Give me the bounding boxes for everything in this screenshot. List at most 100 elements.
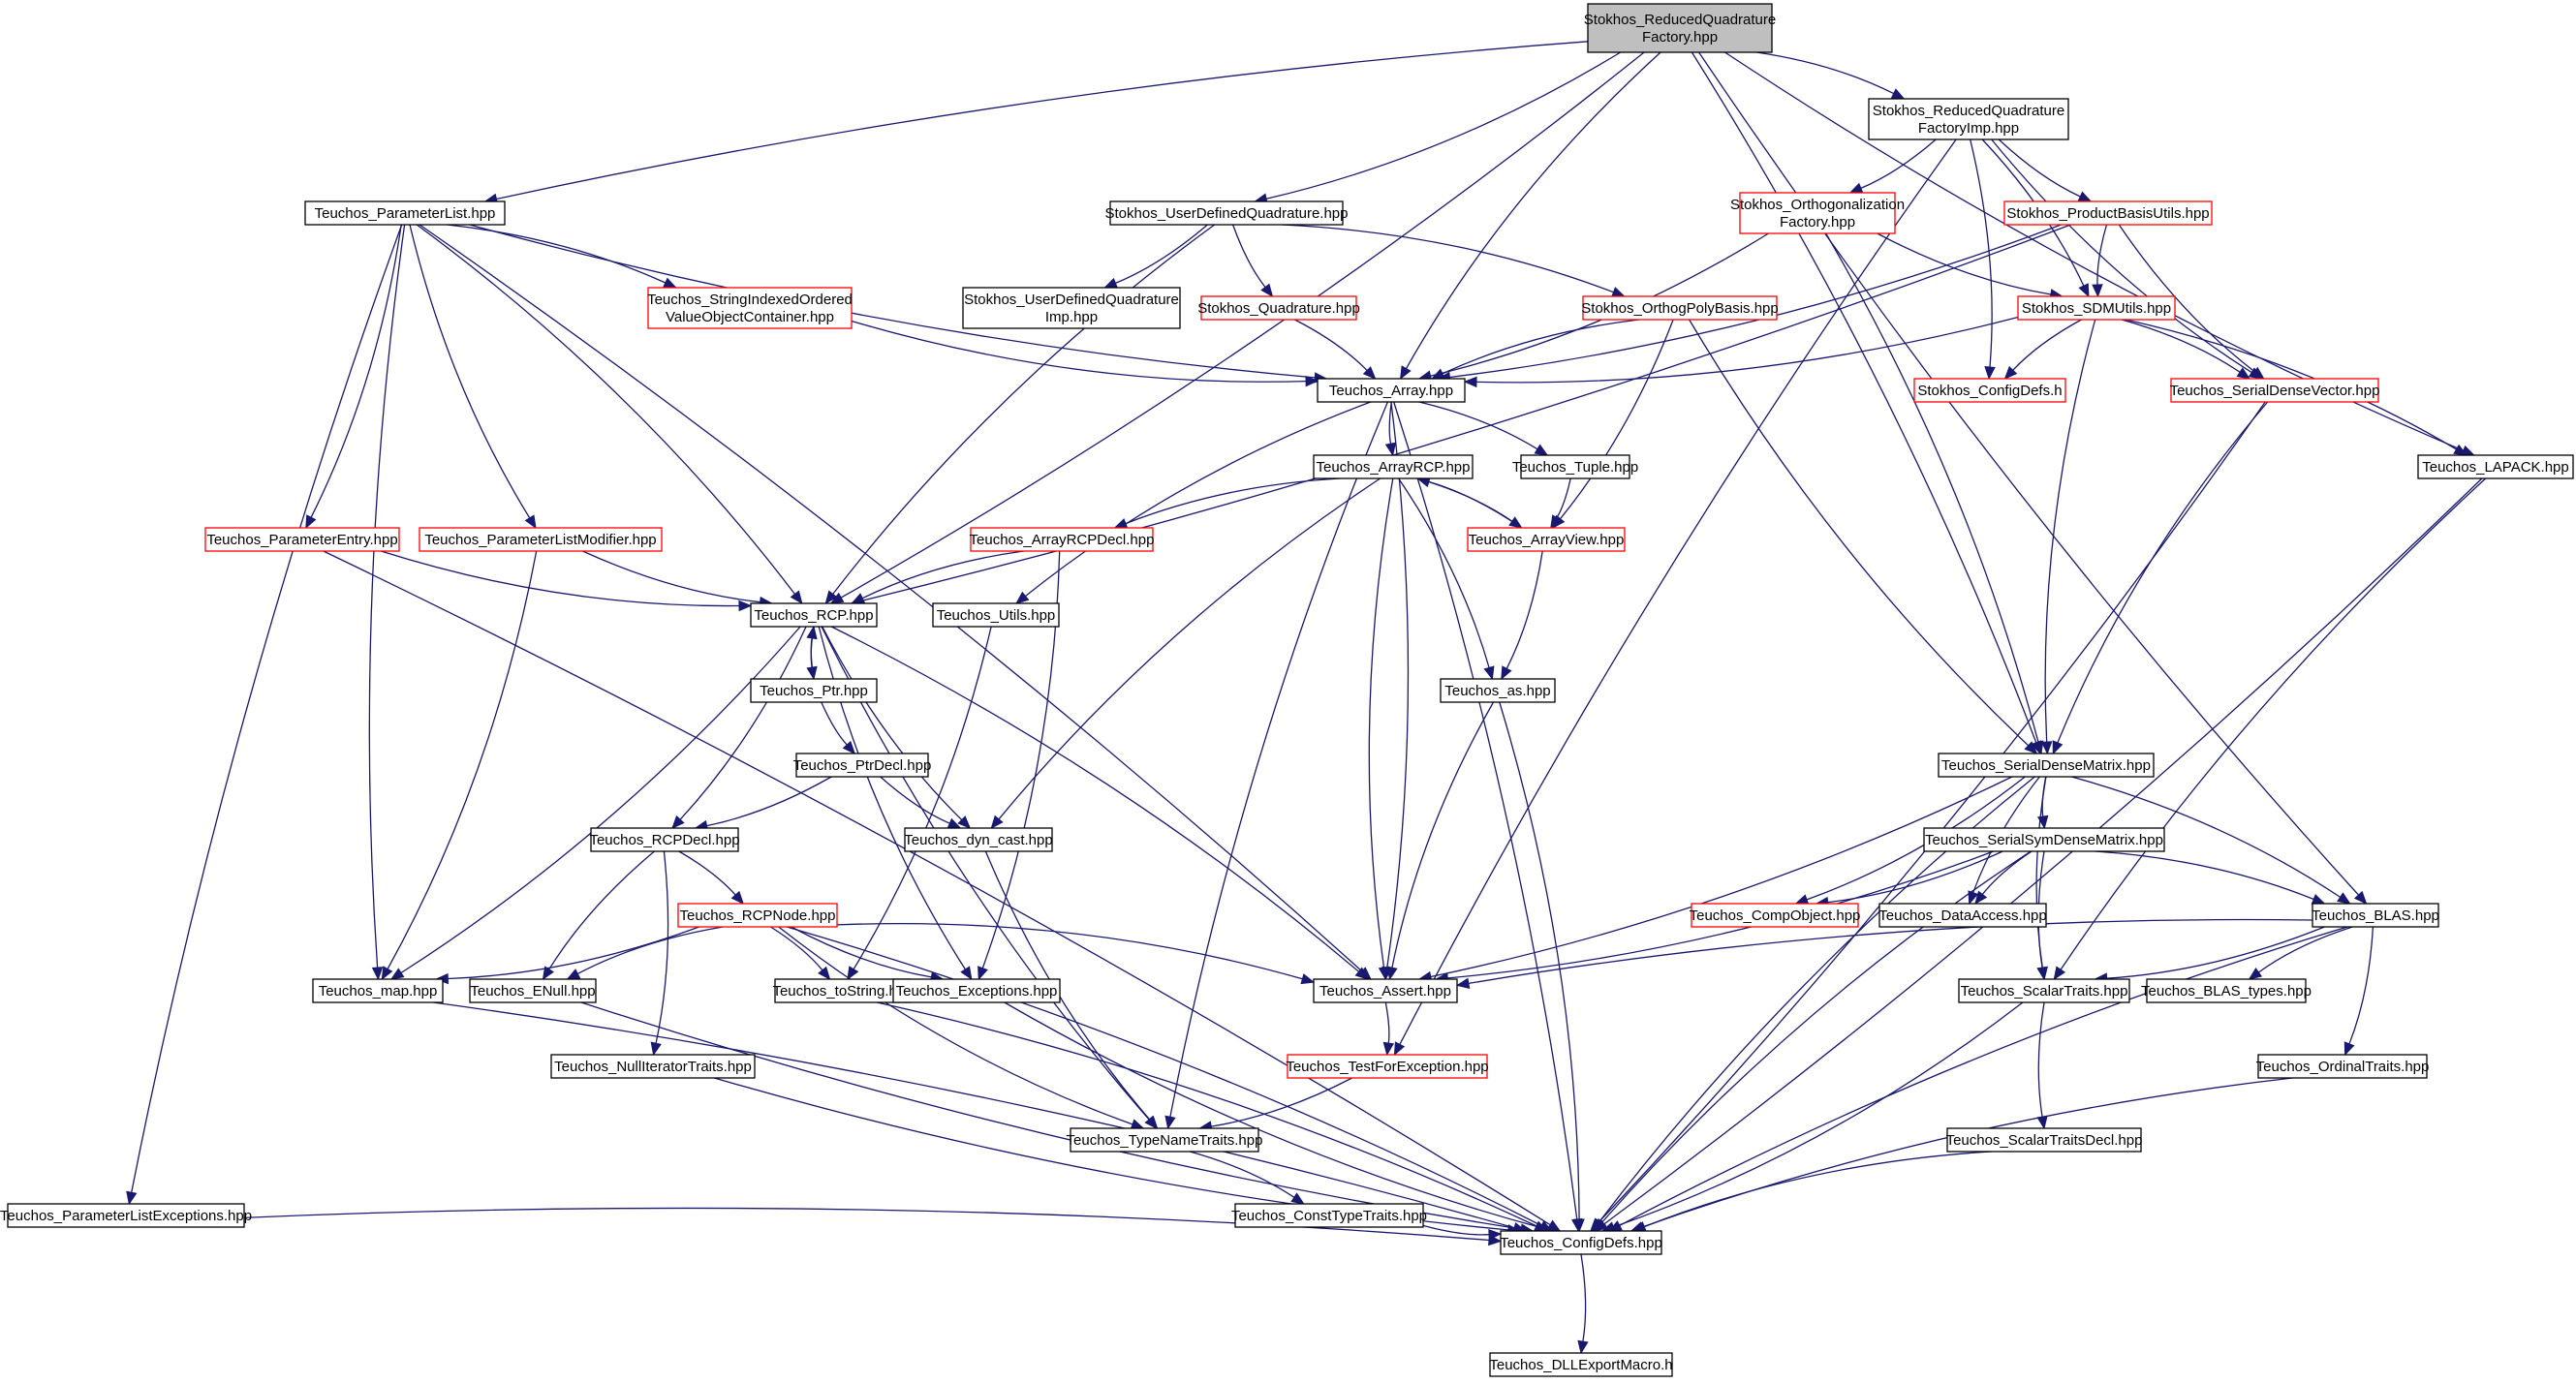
node-box[interactable]	[590, 827, 739, 852]
node-box[interactable]	[2146, 978, 2307, 1003]
file-node-sdm[interactable]: Teuchos_SerialDenseMatrix.hpp	[1938, 753, 2155, 778]
file-node-compobj[interactable]: Teuchos_CompObject.hpp	[1690, 903, 1861, 928]
node-box[interactable]	[1878, 903, 2047, 928]
file-node-enull[interactable]: Teuchos_ENull.hpp	[469, 978, 597, 1003]
node-box[interactable]	[932, 602, 1060, 628]
node-box[interactable]	[550, 1054, 756, 1079]
node-box[interactable]	[1467, 527, 1626, 552]
file-node-udq[interactable]: Stokhos_UserDefinedQuadrature.hpp	[1105, 200, 1349, 226]
file-node-pbu[interactable]: Stokhos_ProductBasisUtils.hpp	[2003, 200, 2213, 226]
file-node-nit[interactable]: Teuchos_NullIteratorTraits.hpp	[550, 1054, 756, 1079]
node-box[interactable]	[1923, 827, 2165, 852]
node-box[interactable]	[419, 527, 663, 552]
file-node-stdecl[interactable]: Teuchos_ScalarTraitsDecl.hpp	[1946, 1127, 2143, 1153]
node-box[interactable]	[7, 1203, 245, 1228]
file-node-quad[interactable]: Stokhos_Quadrature.hpp	[1197, 295, 1360, 321]
node-box[interactable]	[2417, 454, 2574, 479]
node-box[interactable]	[1946, 1127, 2142, 1153]
node-box[interactable]	[1938, 753, 2155, 778]
file-node-tostr[interactable]: Teuchos_toString.hpp	[772, 978, 914, 1003]
file-node-blas[interactable]: Teuchos_BLAS.hpp	[2312, 903, 2439, 928]
node-box[interactable]	[312, 978, 444, 1003]
node-box[interactable]	[1582, 295, 1778, 321]
node-box[interactable]	[1440, 678, 1556, 703]
file-node-plexc[interactable]: Teuchos_ParameterListExceptions.hpp	[0, 1203, 252, 1228]
node-box[interactable]	[2257, 1054, 2428, 1079]
file-node-map[interactable]: Teuchos_map.hpp	[312, 978, 444, 1003]
node-box[interactable]	[774, 978, 912, 1003]
file-node-tconf[interactable]: Teuchos_ConfigDefs.hpp	[1500, 1230, 1662, 1255]
node-box[interactable]	[2003, 200, 2213, 226]
node-box[interactable]	[750, 602, 878, 628]
node-box[interactable]	[795, 753, 929, 778]
node-box[interactable]	[750, 678, 878, 703]
node-box[interactable]	[1317, 378, 1466, 403]
file-node-ctt[interactable]: Teuchos_ConstTypeTraits.hpp	[1231, 1203, 1427, 1228]
node-box[interactable]	[1070, 1127, 1259, 1153]
file-node-tuple[interactable]: Teuchos_Tuple.hpp	[1512, 454, 1638, 479]
node-box[interactable]	[1287, 1054, 1488, 1079]
file-node-exc[interactable]: Teuchos_Exceptions.hpp	[892, 978, 1061, 1003]
node-box[interactable]	[1520, 454, 1630, 479]
node-box[interactable]	[1489, 1352, 1673, 1377]
node-box[interactable]	[1868, 98, 2069, 140]
file-node-sdv[interactable]: Teuchos_SerialDenseVector.hpp	[2170, 378, 2380, 403]
file-node-st[interactable]: Teuchos_ScalarTraits.hpp	[1958, 978, 2130, 1003]
node-box[interactable]	[892, 978, 1061, 1003]
node-box[interactable]	[1691, 903, 1859, 928]
file-node-lapack[interactable]: Teuchos_LAPACK.hpp	[2417, 454, 2574, 479]
node-box[interactable]	[970, 527, 1154, 552]
node-box[interactable]	[1913, 378, 2066, 403]
node-box[interactable]	[1234, 1203, 1424, 1228]
node-box[interactable]	[1739, 192, 1896, 234]
file-node-tnt[interactable]: Teuchos_TypeNameTraits.hpp	[1067, 1127, 1263, 1153]
file-node-sdmu[interactable]: Stokhos_SDMUtils.hpp	[2017, 295, 2176, 321]
file-node-ssdm[interactable]: Teuchos_SerialSymDenseMatrix.hpp	[1923, 827, 2165, 852]
file-node-rcpdecl[interactable]: Teuchos_RCPDecl.hpp	[589, 827, 740, 852]
file-node-blastypes[interactable]: Teuchos_BLAS_types.hpp	[2141, 978, 2312, 1003]
node-box[interactable]	[2017, 295, 2176, 321]
file-node-tfe[interactable]: Teuchos_TestForException.hpp	[1286, 1054, 1489, 1079]
file-node-as[interactable]: Teuchos_as.hpp	[1440, 678, 1556, 703]
node-box[interactable]	[2170, 378, 2379, 403]
node-box[interactable]	[204, 527, 400, 552]
node-box[interactable]	[469, 978, 597, 1003]
file-node-array[interactable]: Teuchos_Array.hpp	[1317, 378, 1466, 403]
file-node-sconf[interactable]: Stokhos_ConfigDefs.h	[1913, 378, 2066, 403]
file-node-rcpnode[interactable]: Teuchos_RCPNode.hpp	[677, 903, 838, 928]
node-box[interactable]	[1200, 295, 1357, 321]
file-node-opb[interactable]: Stokhos_OrthogPolyBasis.hpp	[1581, 295, 1779, 321]
file-node-arcp[interactable]: Teuchos_ArrayRCP.hpp	[1313, 454, 1474, 479]
file-node-aview[interactable]: Teuchos_ArrayView.hpp	[1467, 527, 1626, 552]
node-box[interactable]	[904, 827, 1053, 852]
node-box[interactable]	[677, 903, 838, 928]
file-node-dacc[interactable]: Teuchos_DataAccess.hpp	[1878, 903, 2047, 928]
file-node-arcpdecl[interactable]: Teuchos_ArrayRCPDecl.hpp	[970, 527, 1155, 552]
file-node-ordt[interactable]: Teuchos_OrdinalTraits.hpp	[2256, 1054, 2430, 1079]
node-box[interactable]	[1587, 3, 1773, 53]
file-node-dll[interactable]: Teuchos_DLLExportMacro.h	[1489, 1352, 1673, 1377]
node-box[interactable]	[2312, 903, 2439, 928]
file-node-ptrdecl[interactable]: Teuchos_PtrDecl.hpp	[793, 753, 932, 778]
file-node-dyncast[interactable]: Teuchos_dyn_cast.hpp	[904, 827, 1053, 852]
node-box[interactable]	[962, 287, 1181, 329]
node-box[interactable]	[647, 287, 853, 329]
node-box[interactable]	[1313, 454, 1474, 479]
node-box[interactable]	[1958, 978, 2130, 1003]
node-box[interactable]	[1109, 200, 1344, 226]
file-node-plmod[interactable]: Teuchos_ParameterListModifier.hpp	[419, 527, 663, 552]
file-node-utils[interactable]: Teuchos_Utils.hpp	[932, 602, 1060, 628]
file-node-rcp[interactable]: Teuchos_RCP.hpp	[750, 602, 878, 628]
file-node-plist[interactable]: Teuchos_ParameterList.hpp	[304, 200, 506, 226]
file-node-pentry[interactable]: Teuchos_ParameterEntry.hpp	[204, 527, 400, 552]
file-node-sioc[interactable]: Teuchos_StringIndexedOrderedValueObjectC…	[647, 287, 853, 329]
node-box[interactable]	[304, 200, 506, 226]
file-node-assert[interactable]: Teuchos_Assert.hpp	[1313, 978, 1458, 1003]
node-box[interactable]	[1313, 978, 1458, 1003]
node-box[interactable]	[1500, 1230, 1662, 1255]
file-node-ptr[interactable]: Teuchos_Ptr.hpp	[750, 678, 878, 703]
